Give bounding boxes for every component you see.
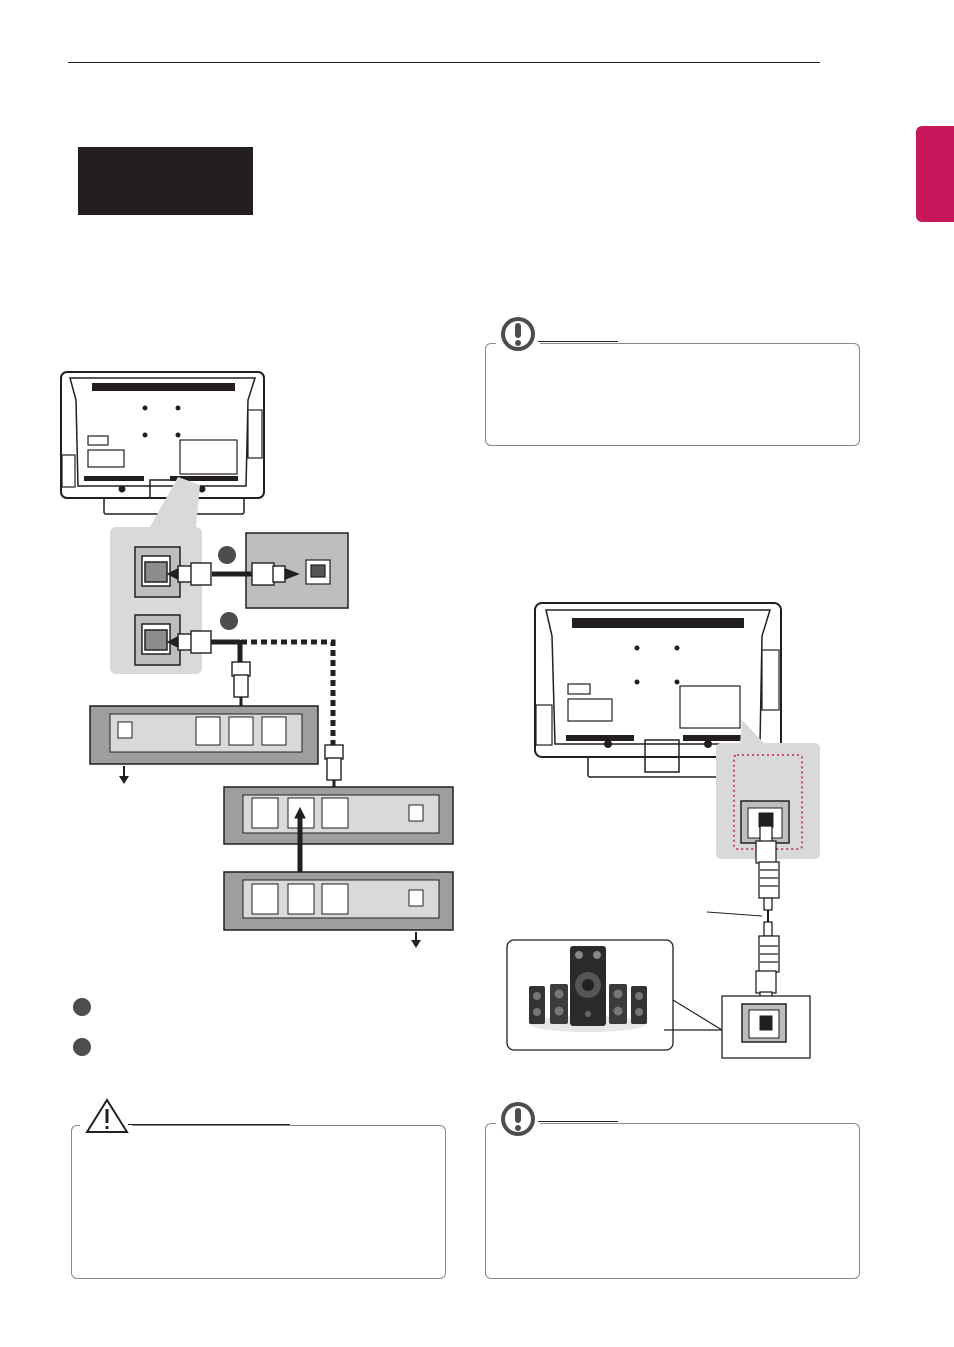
exclamation-icon [501,317,535,351]
dotted-link [211,639,336,745]
network-router-1 [89,705,319,784]
tv-rear-view-left [60,371,265,515]
note-box-bottom [485,1123,860,1279]
legend-marker-1 [73,998,91,1016]
section-title-block [78,147,253,215]
lan-port-1 [134,546,181,598]
warning-triangle-icon [85,1098,129,1133]
step-marker-2 [220,612,238,630]
home-theater-speakers [529,946,647,1032]
language-tab[interactable] [916,126,954,222]
legend-marker-2 [73,1038,91,1056]
wall-jack-port [305,559,331,585]
note-top-header-rule [538,341,618,342]
caution-box [71,1125,446,1279]
header-rule [68,62,820,63]
note-box-top [485,343,860,446]
audio-optical-in-port [741,1003,787,1043]
exclamation-icon [501,1102,535,1136]
note-bottom-header-rule [538,1121,618,1122]
lan-cable-2 [166,630,251,722]
network-router-3 [223,871,454,948]
lan-cable-1 [166,562,300,586]
step-marker-1 [218,546,236,564]
caution-header-rule [128,1124,290,1125]
optical-cable [755,825,780,1011]
network-router-2 [223,786,454,845]
cable-label-leader [706,911,763,917]
